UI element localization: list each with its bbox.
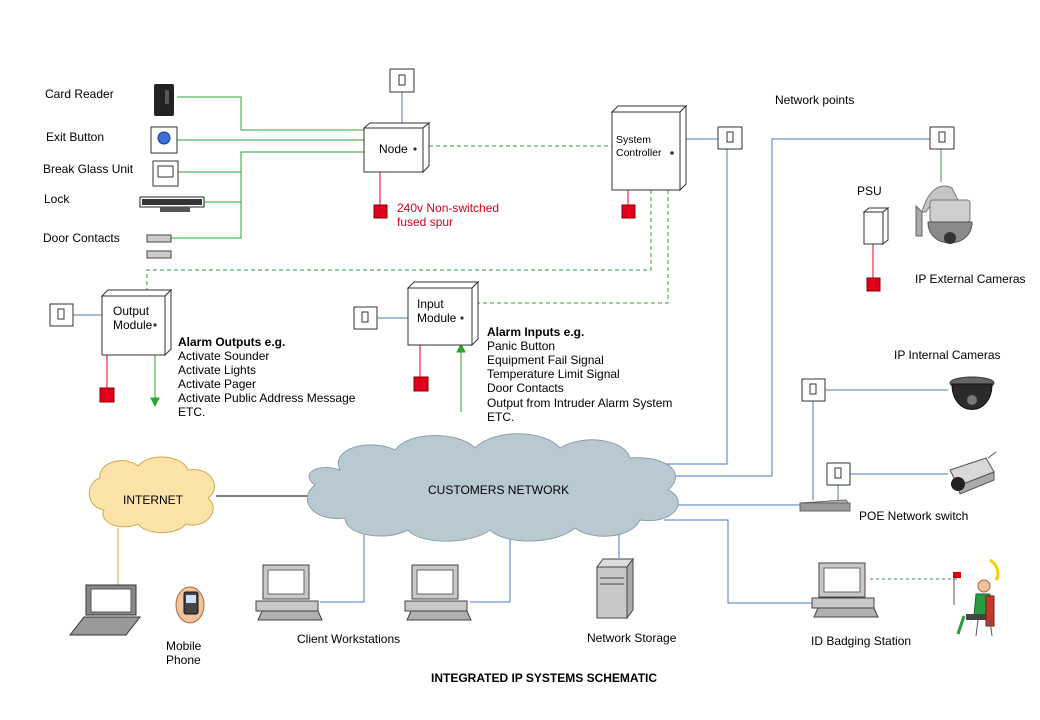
alarm-output-item: Activate Lights	[178, 363, 256, 377]
poe-switch-icon	[799, 499, 851, 512]
node-power-icon	[373, 204, 388, 219]
network-point-external-camera	[929, 126, 955, 150]
alarm-input-item: ETC.	[487, 410, 514, 424]
input-power-icon	[413, 376, 429, 392]
workstation-icon	[404, 564, 472, 621]
mobile-phone-line2: Phone	[166, 653, 201, 667]
input-module-line2: Module	[417, 311, 457, 325]
network-storage-label: Network Storage	[587, 631, 677, 645]
alarm-input-item: Temperature Limit Signal	[487, 367, 620, 381]
customers-network-label: CUSTOMERS NETWORK	[428, 483, 569, 497]
external-camera-icon	[915, 185, 973, 244]
exit-button-icon	[150, 126, 178, 154]
network-point-internal-box	[826, 462, 851, 486]
internet-label: INTERNET	[123, 493, 184, 507]
controller-label-line2: Controller	[616, 147, 662, 159]
poe-switch-label: POE Network switch	[859, 509, 968, 523]
badging-workstation-icon	[811, 562, 879, 618]
node-box: Node	[362, 121, 431, 174]
controller-label-line1: System	[616, 134, 651, 146]
mobile-phone-line1: Mobile	[166, 639, 202, 653]
controller-power-icon	[621, 204, 636, 219]
ip-internal-label: IP Internal Cameras	[894, 348, 1001, 362]
card-reader-label: Card Reader	[45, 87, 114, 101]
network-point-output	[49, 303, 74, 327]
alarm-output-item: Activate Sounder	[178, 349, 269, 363]
id-badging-label: ID Badging Station	[811, 634, 911, 648]
network-point-controller	[717, 126, 743, 150]
card-reader-icon	[154, 84, 174, 116]
network-point-node	[389, 68, 415, 93]
green-wires	[171, 96, 942, 239]
input-module-line1: Input	[417, 297, 444, 311]
alarm-input-item: Output from Intruder Alarm System	[487, 396, 672, 410]
door-contacts-label: Door Contacts	[43, 231, 120, 245]
workstation-icon	[255, 564, 323, 621]
output-module-line1: Output	[113, 304, 150, 318]
client-workstations-label: Client Workstations	[297, 632, 400, 646]
alarm-output-item: Activate Pager	[178, 377, 256, 391]
psu-label: PSU	[857, 184, 882, 198]
output-module-line2: Module	[113, 318, 153, 332]
output-power-icon	[99, 387, 115, 403]
diagram-title: INTEGRATED IP SYSTEMS SCHEMATIC	[431, 671, 657, 685]
alarm-input-item: Door Contacts	[487, 381, 564, 395]
break-glass-label: Break Glass Unit	[43, 162, 134, 176]
break-glass-icon	[152, 160, 179, 187]
output-module-box: Output Module	[100, 288, 173, 357]
red-wires	[106, 172, 874, 388]
exit-button-label: Exit Button	[46, 130, 104, 144]
alarm-outputs-heading: Alarm Outputs e.g.	[178, 335, 285, 349]
dashed-wires	[146, 145, 669, 304]
blue-wires	[73, 92, 948, 604]
lock-label: Lock	[44, 192, 70, 206]
box-camera-icon	[949, 451, 997, 495]
badging-person-icon	[953, 558, 1000, 637]
laptop-icon	[68, 584, 142, 636]
ip-external-label: IP External Cameras	[915, 272, 1026, 286]
internet-cloud: INTERNET	[88, 456, 215, 534]
power-spur-line1: 240v Non-switched	[397, 201, 499, 215]
dome-camera-icon	[949, 376, 995, 410]
system-controller-box: System Controller	[610, 104, 688, 192]
network-point-internal-dome	[801, 378, 826, 402]
alarm-inputs-heading: Alarm Inputs e.g.	[487, 325, 584, 339]
network-point-input	[353, 306, 378, 330]
power-spur-line2: fused spur	[397, 215, 453, 229]
customers-network-cloud: CUSTOMERS NETWORK	[306, 433, 679, 542]
alarm-output-item: ETC.	[178, 405, 205, 419]
psu-power-icon	[866, 277, 881, 292]
arrows	[150, 342, 466, 412]
lock-icon	[139, 196, 205, 212]
alarm-input-item: Panic Button	[487, 339, 555, 353]
node-label: Node	[379, 142, 408, 156]
alarm-output-item: Activate Public Address Message	[178, 391, 356, 405]
door-contacts-icon	[146, 234, 172, 259]
network-storage-icon	[596, 557, 634, 620]
alarm-input-item: Equipment Fail Signal	[487, 353, 604, 367]
input-module-box: Input Module	[406, 280, 480, 347]
mobile-phone-icon	[175, 586, 205, 624]
psu-box	[862, 206, 890, 246]
network-points-label: Network points	[775, 93, 854, 107]
